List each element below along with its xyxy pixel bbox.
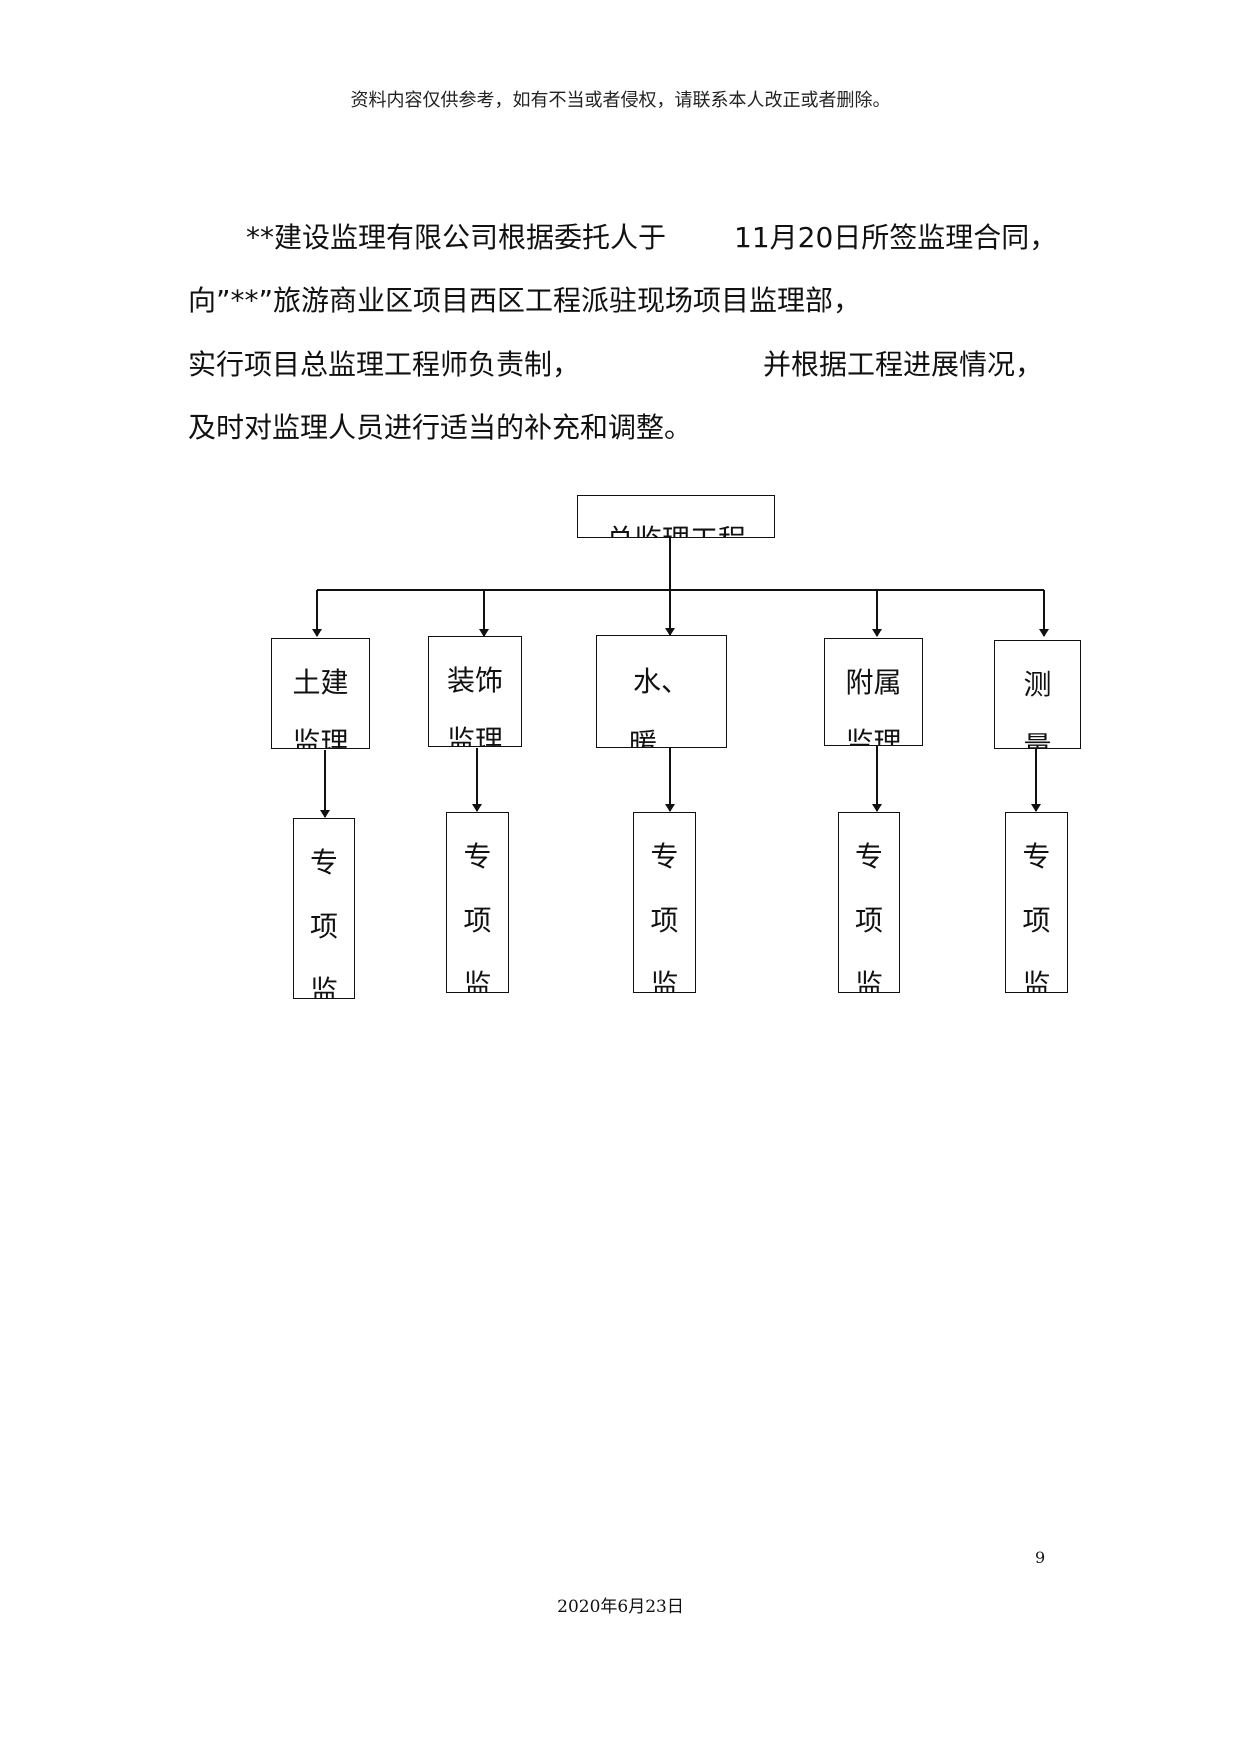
org-box-specialist-5-char1: 专 <box>1022 840 1051 873</box>
org-box-specialist-3-char2: 项 <box>650 904 679 937</box>
footer-date: 2020年6月23日 <box>557 1597 684 1617</box>
page-number: 9 <box>1035 1548 1046 1567</box>
org-box-specialist-4-char2: 项 <box>854 904 883 937</box>
org-box-chief-engineer-label: 总监理工程 <box>578 526 774 538</box>
org-box-dept-decoration-line1: 装饰 <box>446 664 503 697</box>
org-box-specialist-2-char2: 项 <box>463 904 492 937</box>
org-box-dept-decoration-line2: 监理 <box>446 724 503 747</box>
org-box-dept-decoration: 装饰 监理 <box>428 636 522 747</box>
body-line-1b: 11月20日所签监理合同， <box>734 221 1058 254</box>
body-line-3a: 实行项目总监理工程师负责制， <box>188 348 581 381</box>
org-box-dept-survey: 测 量 <box>994 640 1081 749</box>
org-box-specialist-1: 专 项 监 <box>293 818 355 999</box>
org-box-dept-civil-line1: 土建 <box>292 666 349 699</box>
org-box-dept-ancillary-line1: 附属 <box>845 666 902 699</box>
org-box-dept-water-heating-line1: 水、 <box>633 665 690 698</box>
org-box-chief-engineer: 总监理工程 <box>577 495 775 538</box>
org-box-dept-ancillary: 附属 监理 <box>824 638 923 746</box>
org-box-specialist-2-char3: 监 <box>463 968 492 993</box>
body-line-4: 及时对监理人员进行适当的补充和调整。 <box>188 411 693 444</box>
org-box-dept-civil: 土建 监理 <box>271 638 370 749</box>
org-box-dept-water-heating-line2: 暖 <box>629 727 658 748</box>
org-box-specialist-1-char3: 监 <box>309 974 338 999</box>
org-box-dept-ancillary-line2: 监理 <box>845 726 902 746</box>
org-box-specialist-1-char1: 专 <box>309 846 338 879</box>
org-box-specialist-3-char1: 专 <box>650 840 679 873</box>
org-box-specialist-5-char3: 监 <box>1022 968 1051 993</box>
org-box-dept-survey-line1: 测 <box>1023 668 1052 701</box>
header-notice: 资料内容仅供参考，如有不当或者侵权，请联系本人改正或者删除。 <box>350 90 891 111</box>
org-box-specialist-2: 专 项 监 <box>446 812 509 993</box>
org-box-specialist-5: 专 项 监 <box>1005 812 1068 993</box>
org-box-specialist-3: 专 项 监 <box>633 812 696 993</box>
org-box-specialist-4-char1: 专 <box>854 840 883 873</box>
org-box-dept-water-heating: 水、 暖 <box>596 635 727 748</box>
org-box-dept-civil-line2: 监理 <box>292 726 349 749</box>
org-box-specialist-4-char3: 监 <box>854 968 883 993</box>
org-box-specialist-5-char2: 项 <box>1022 904 1051 937</box>
org-box-dept-survey-line2: 量 <box>1023 730 1052 749</box>
org-box-specialist-2-char1: 专 <box>463 840 492 873</box>
body-line-3b: 并根据工程进展情况， <box>763 348 1044 381</box>
org-box-specialist-3-char3: 监 <box>650 968 679 993</box>
body-line-2: 向”**”旅游商业区项目西区工程派驻现场项目监理部， <box>188 284 862 317</box>
body-line-1a: **建设监理有限公司根据委托人于 <box>246 221 667 254</box>
org-box-specialist-4: 专 项 监 <box>838 812 900 993</box>
org-box-specialist-1-char2: 项 <box>309 910 338 943</box>
